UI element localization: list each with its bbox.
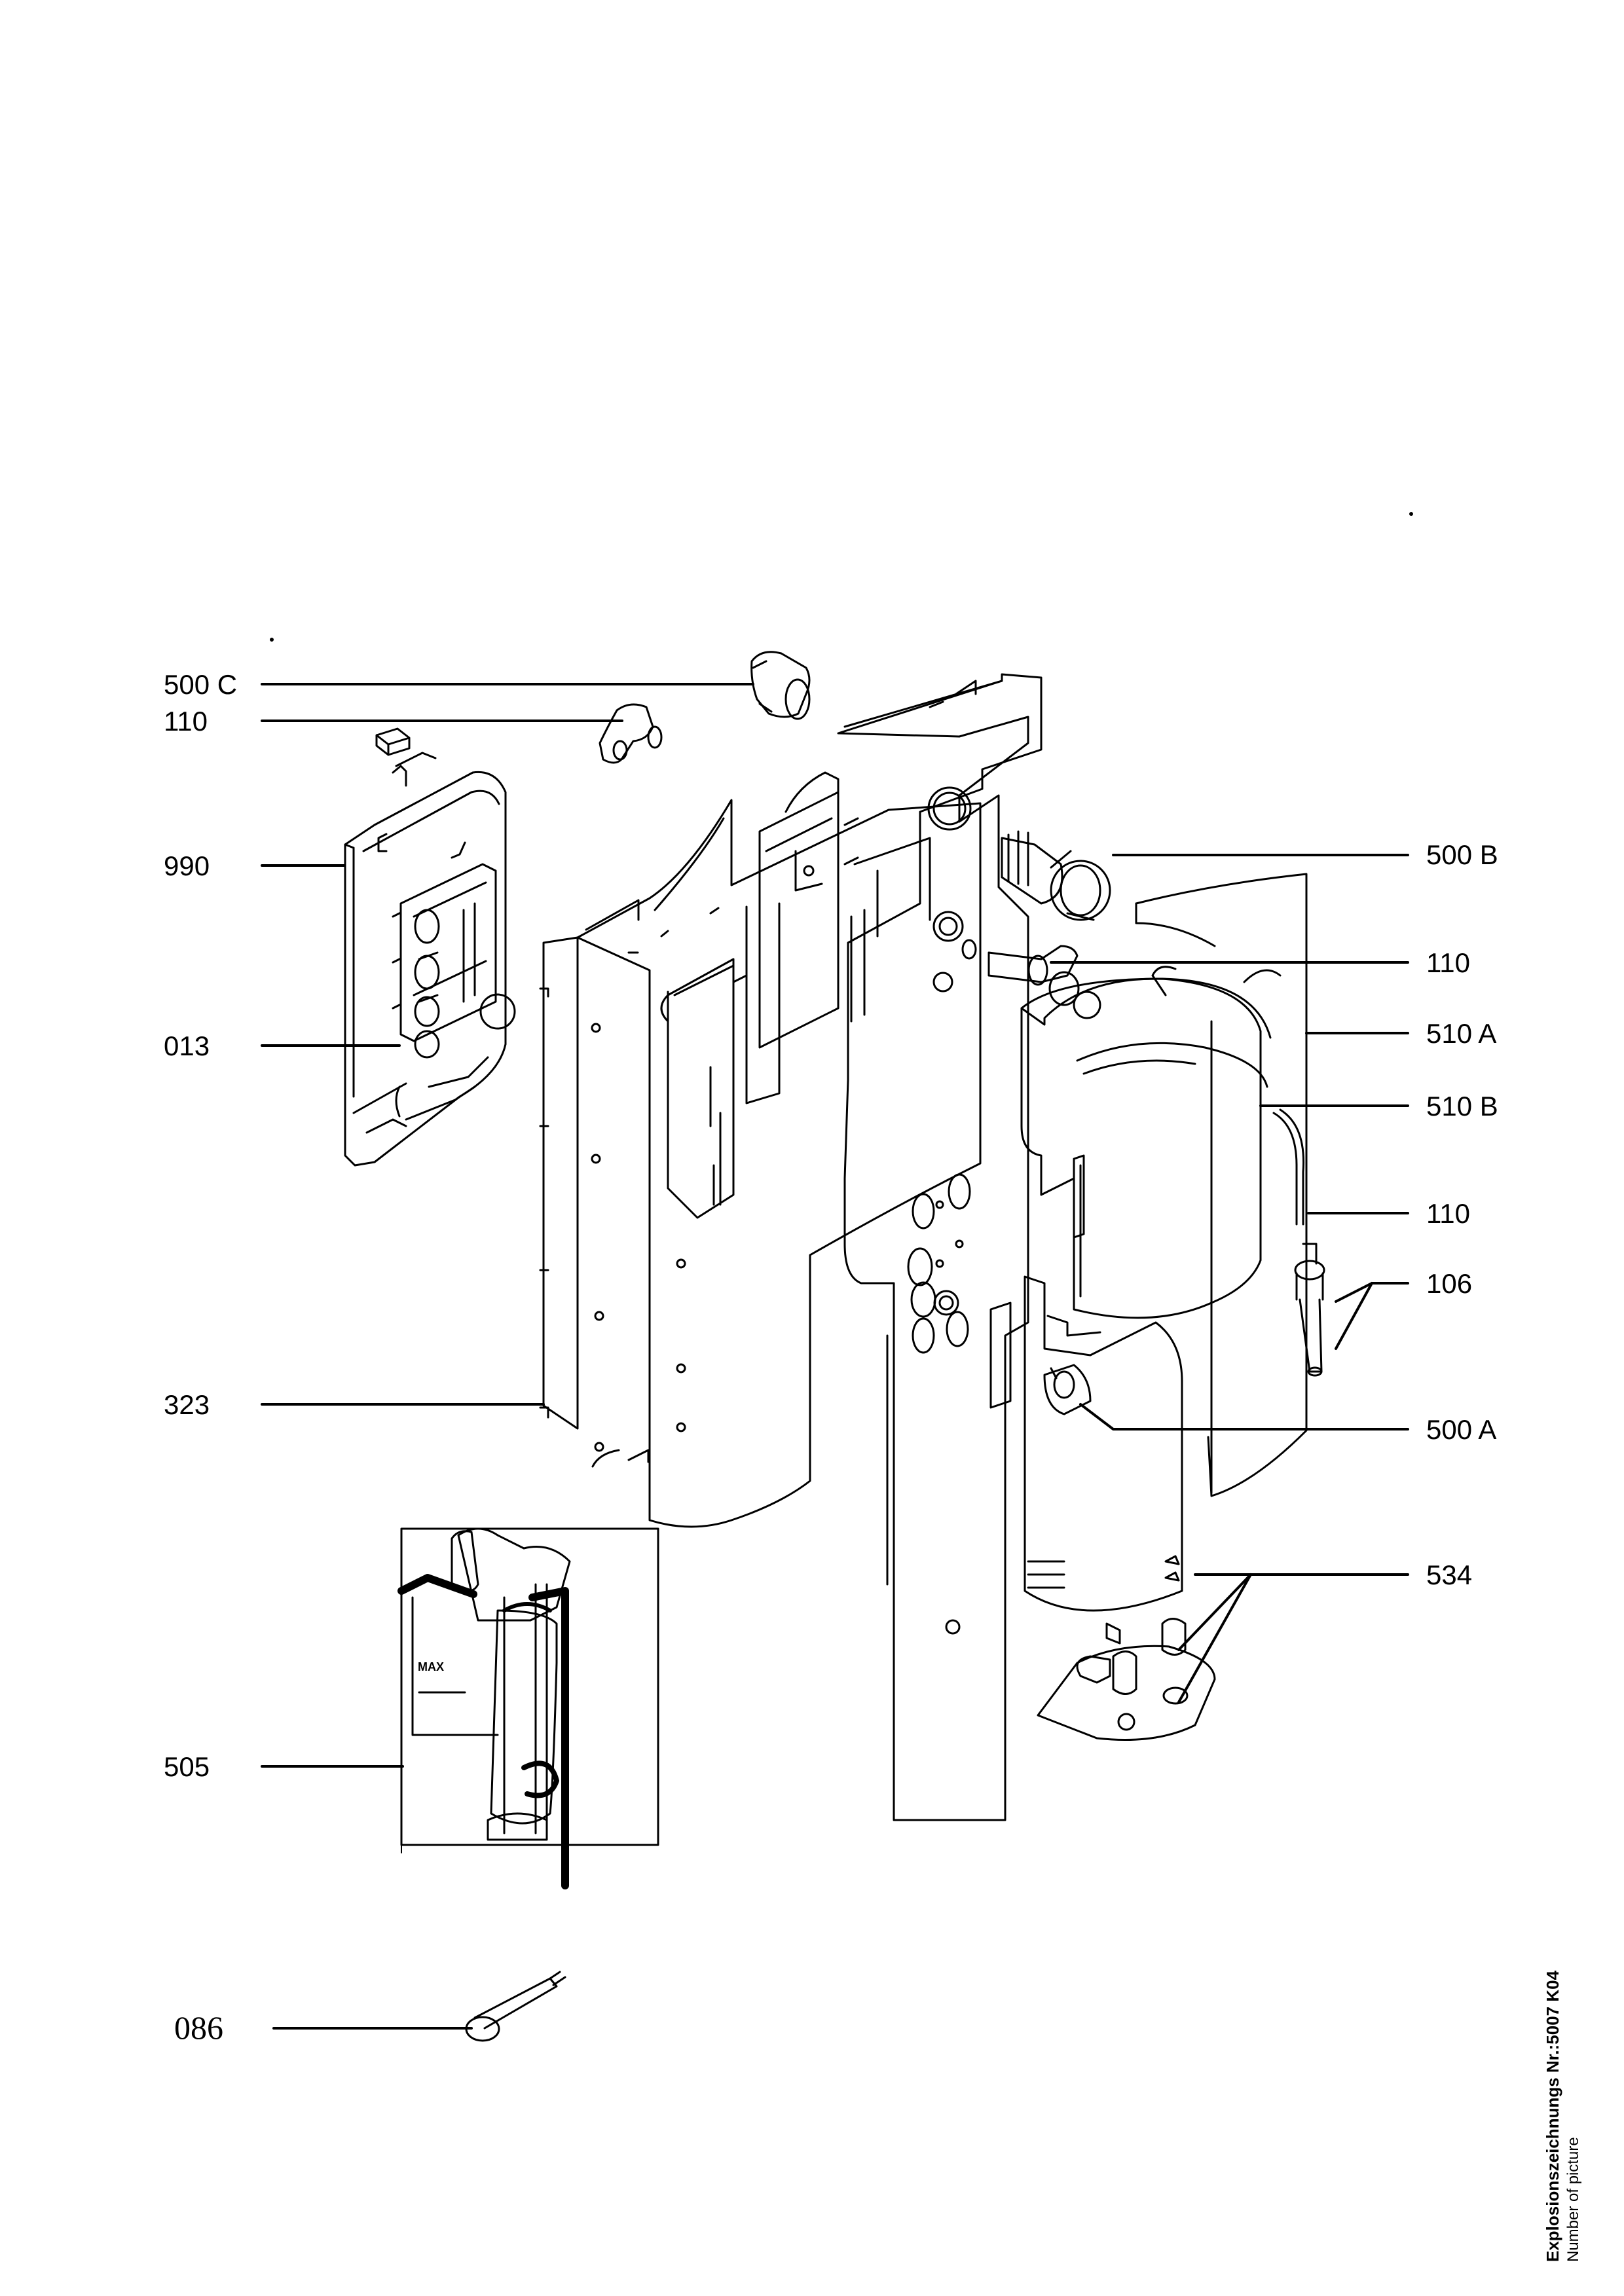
front-panel-port-large <box>927 786 972 831</box>
knob-500c <box>750 651 811 720</box>
inset-frame <box>400 1527 659 1846</box>
cover-510b <box>1020 966 1272 1319</box>
callout-106: 106 <box>1426 1268 1473 1299</box>
tool-086 <box>465 1971 566 2042</box>
leader-534-b <box>1177 1573 1252 1704</box>
thermostat-500a <box>1043 1364 1092 1415</box>
knob-500b <box>1001 830 1111 921</box>
speck <box>270 638 274 642</box>
base-plate-534 <box>1037 1618 1216 1741</box>
callout-110-lower: 110 <box>1426 1198 1470 1229</box>
leader-106 <box>1335 1282 1409 1303</box>
callout-510b: 510 B <box>1426 1091 1498 1121</box>
callout-505: 505 <box>164 1751 210 1782</box>
front-panel-slots <box>907 1173 971 1354</box>
side-panel-323 <box>539 771 982 1528</box>
tube-110-lower <box>1272 1108 1305 1226</box>
leader-106-b <box>1335 1282 1373 1350</box>
nozzle-106 <box>1294 1243 1325 1377</box>
small-block-top <box>375 727 411 756</box>
leader-500a <box>1079 1403 1409 1430</box>
leader-534-a <box>1177 1573 1252 1651</box>
callout-110-right: 110 <box>1426 947 1470 978</box>
boiler-534 <box>1024 1275 1183 1612</box>
callout-510a: 510 A <box>1426 1018 1497 1049</box>
control-housing-990 <box>344 752 516 1167</box>
switch-block-013 <box>392 863 497 1059</box>
speck <box>1409 512 1413 516</box>
cover-510a <box>1135 873 1308 1497</box>
callout-500c: 500 C <box>164 669 238 700</box>
inset-505 <box>397 1527 659 1889</box>
callout-013: 013 <box>164 1030 210 1061</box>
callout-500a: 500 A <box>1426 1414 1497 1445</box>
drawing-number-title: Explosionszeichnungs Nr.:5007 K04 <box>1543 1970 1562 2262</box>
inset-max-mark: MAX <box>418 1660 444 1673</box>
callout-500b: 500 B <box>1426 839 1498 870</box>
switch-110-right <box>961 939 1101 1019</box>
callout-534: 534 <box>1426 1559 1473 1590</box>
clip-110-top <box>599 703 663 764</box>
drawing-number-subtitle: Number of picture <box>1564 2137 1582 2262</box>
rotary-knob-990 <box>479 993 516 1030</box>
callout-323: 323 <box>164 1389 210 1420</box>
drawing-number-block: Explosionszeichnungs Nr.:5007 K04 Number… <box>1542 1971 1583 2262</box>
leader-lines <box>261 683 1409 2030</box>
callout-086: 086 <box>174 2009 223 2046</box>
callout-990: 990 <box>164 850 210 881</box>
front-panel <box>837 673 1043 1821</box>
callout-110-top: 110 <box>164 706 208 737</box>
